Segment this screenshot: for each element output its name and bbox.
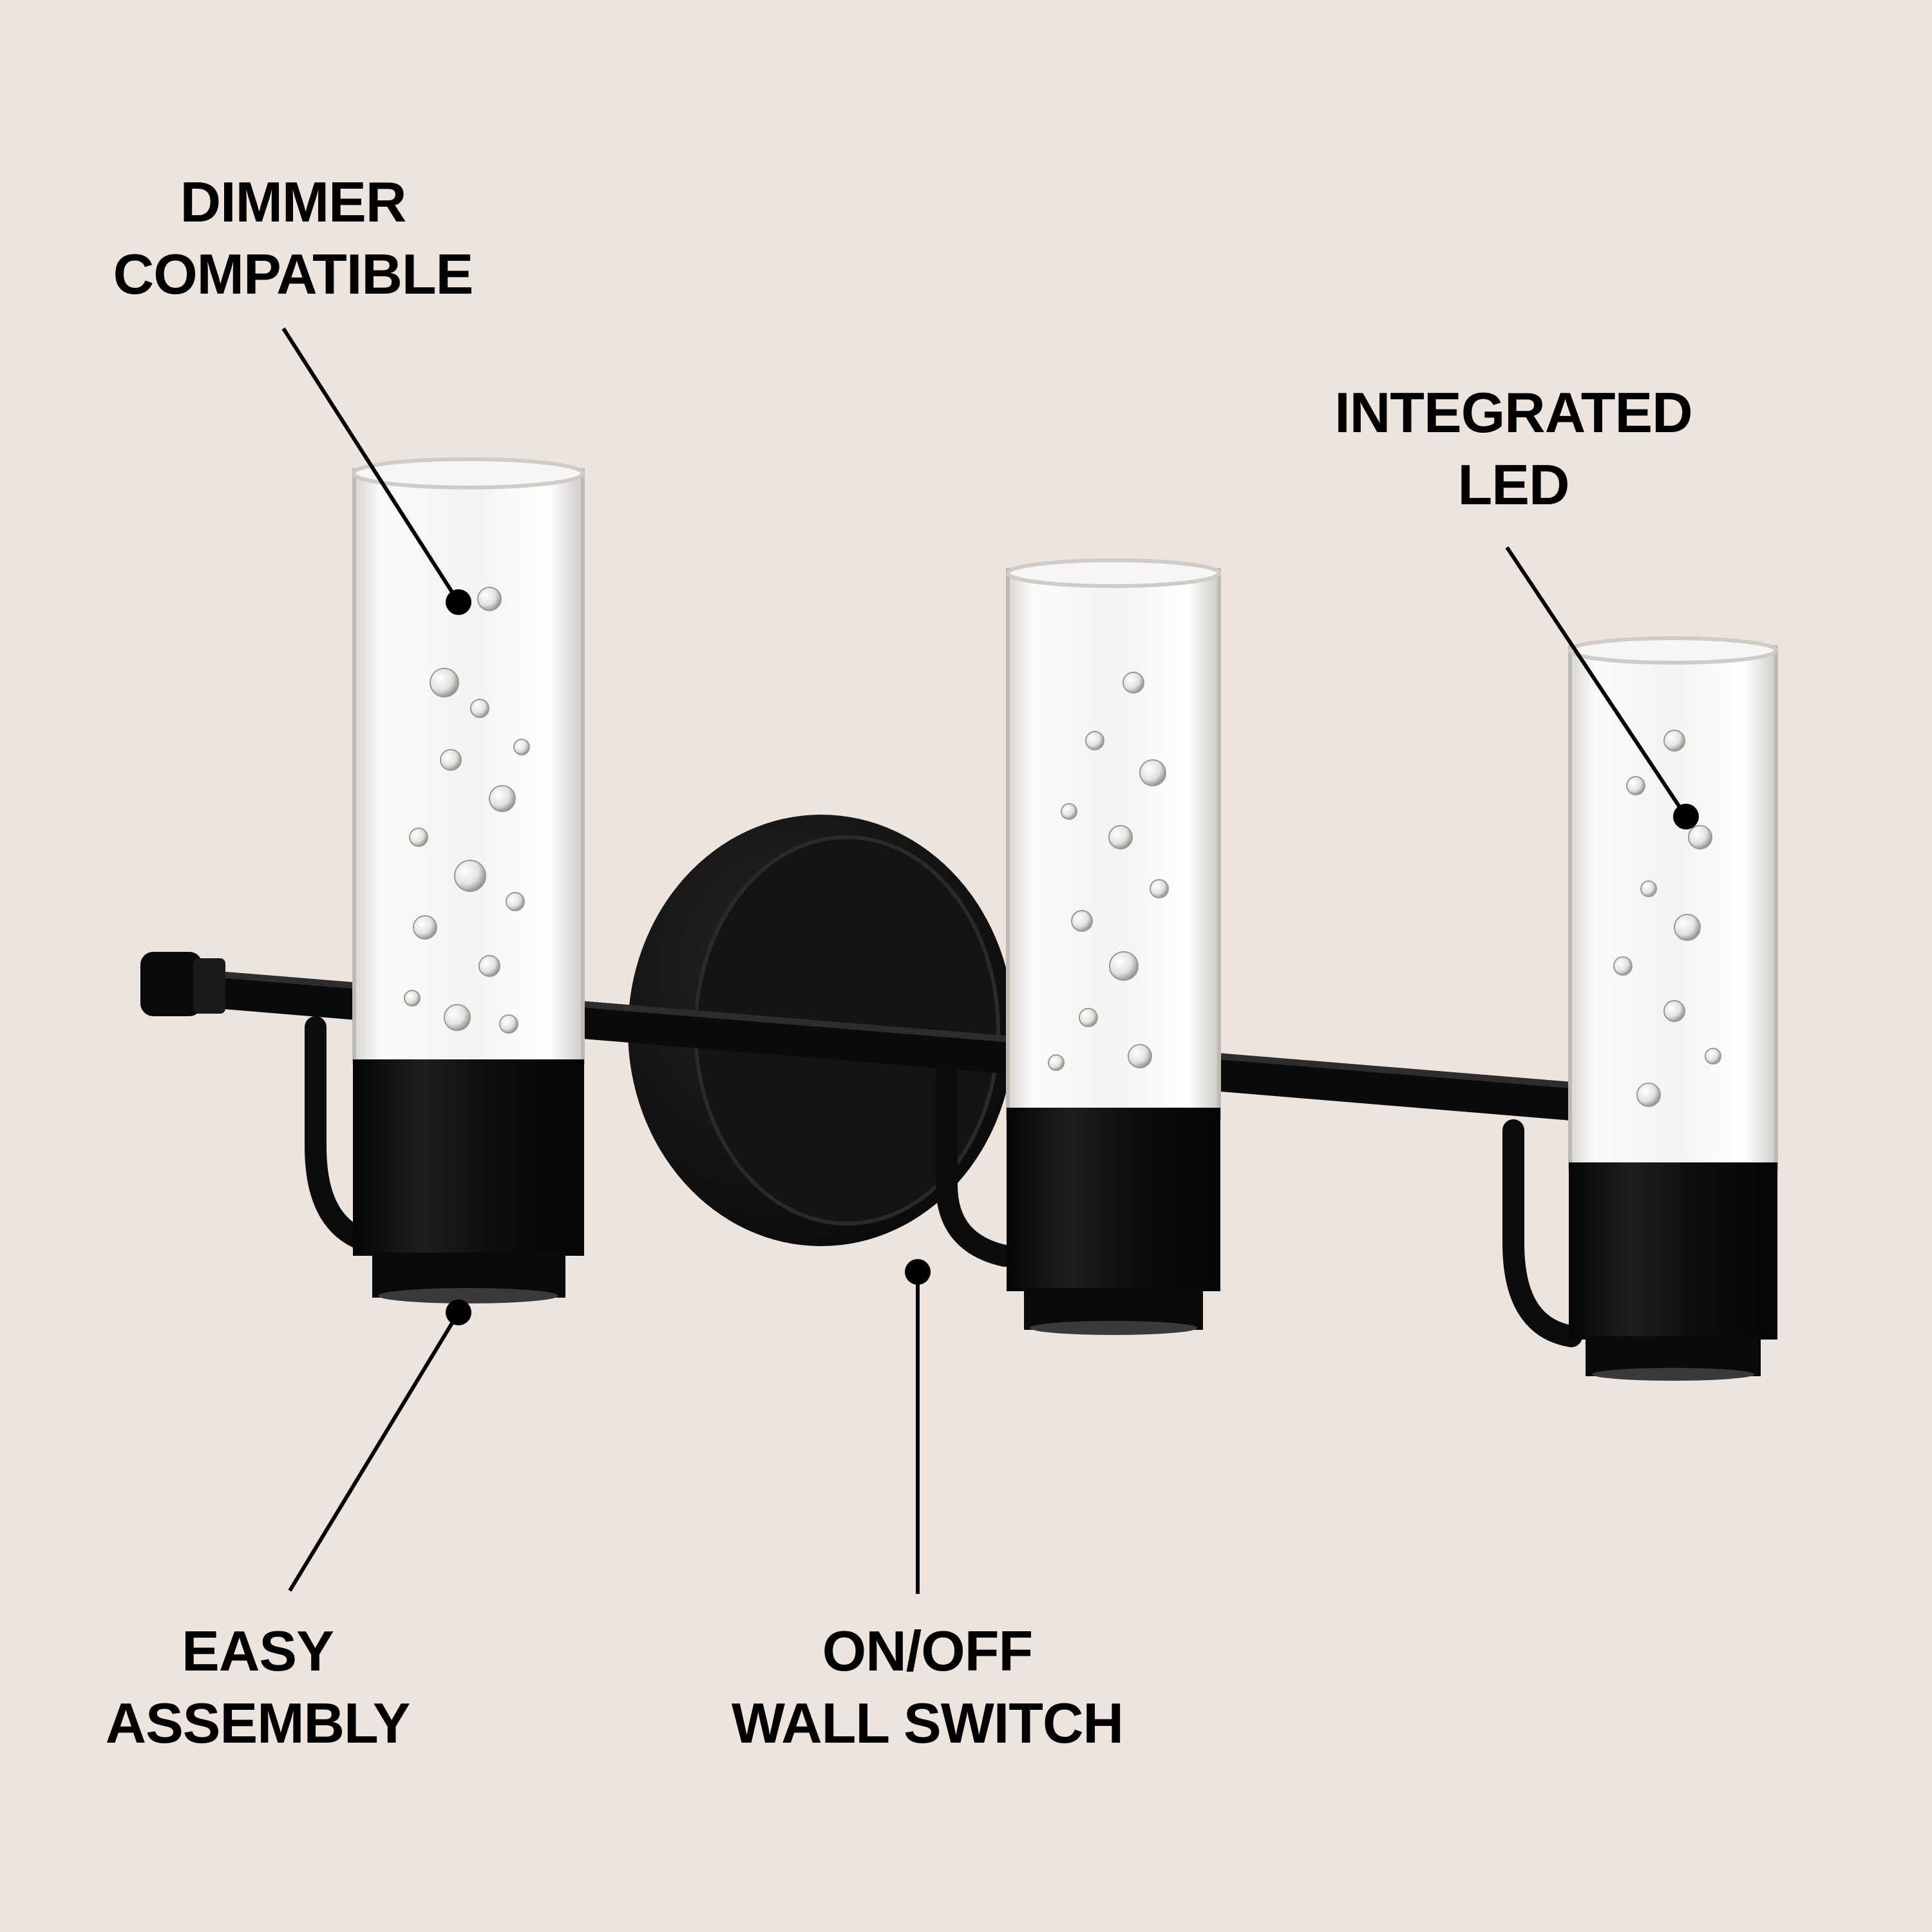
callout-easy-line2: ASSEMBLY — [105, 1691, 411, 1755]
callout-wall-switch: ON/OFF WALL SWITCH — [683, 1615, 1172, 1759]
callout-dimmer-line2: COMPATIBLE — [113, 242, 474, 306]
shade-right — [1568, 636, 1778, 1381]
callout-easy-line1: EASY — [182, 1619, 334, 1683]
callout-led-line2: LED — [1457, 453, 1570, 516]
shade-middle — [1006, 558, 1221, 1335]
callout-integrated-led: INTEGRATED LED — [1262, 377, 1765, 521]
callout-led-line1: INTEGRATED — [1334, 381, 1692, 444]
callout-dimmer-compatible: DIMMER COMPATIBLE — [64, 166, 522, 310]
callout-switch-line1: ON/OFF — [822, 1619, 1033, 1683]
shade-left — [352, 457, 585, 1303]
glass-bubbles — [404, 587, 1721, 1107]
callout-switch-line2: WALL SWITCH — [731, 1691, 1124, 1755]
callout-easy-assembly: EASY ASSEMBLY — [52, 1615, 464, 1759]
callout-leaders — [281, 327, 1688, 1594]
callout-dots — [446, 589, 1699, 1325]
callout-dimmer-line1: DIMMER — [180, 170, 407, 234]
